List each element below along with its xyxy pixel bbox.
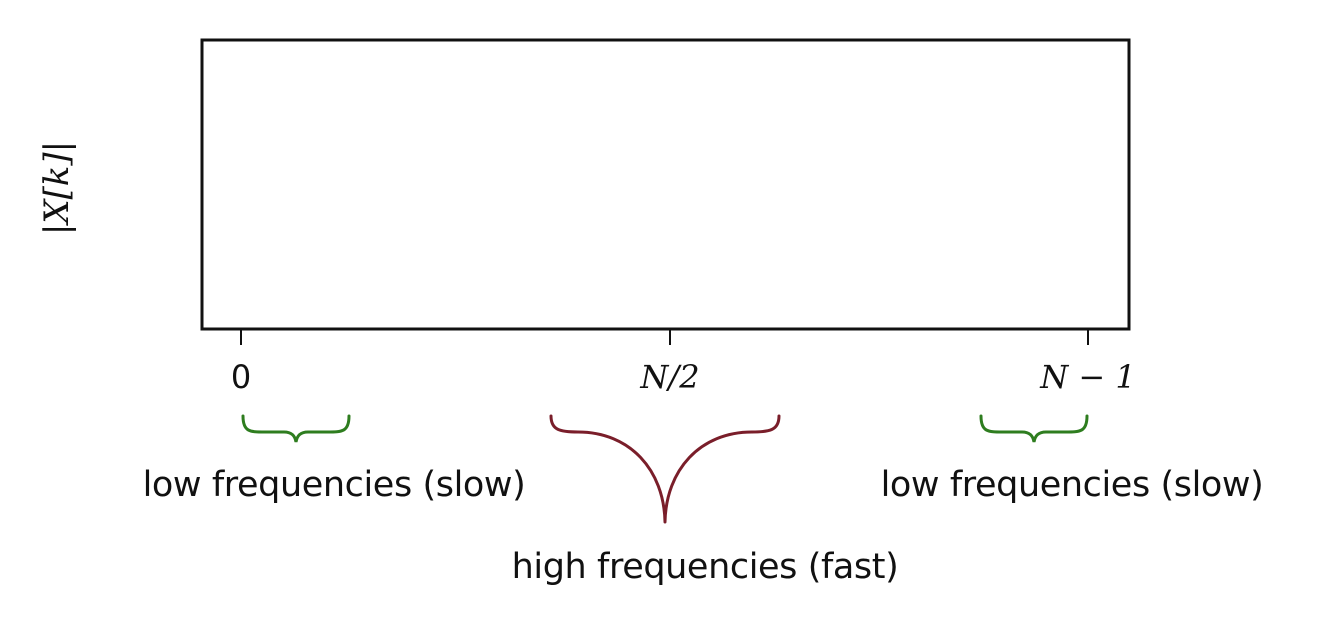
low-frequencies-left-label: low frequencies (slow) [143, 465, 526, 505]
low-frequency-brace-left [241, 414, 351, 443]
tick-label-0: 0 [231, 358, 251, 396]
tick-label-n-minus-1: N − 1 [1039, 358, 1136, 396]
high-frequencies-label: high frequencies (fast) [512, 547, 899, 587]
high-frequency-brace [549, 414, 781, 524]
plot-frame [200, 38, 1131, 331]
low-frequency-brace-right [979, 414, 1089, 443]
low-frequencies-right-label: low frequencies (slow) [881, 465, 1264, 505]
y-axis-label: |X[k]| [37, 141, 77, 235]
tick-label-n-half: N/2 [639, 358, 699, 396]
